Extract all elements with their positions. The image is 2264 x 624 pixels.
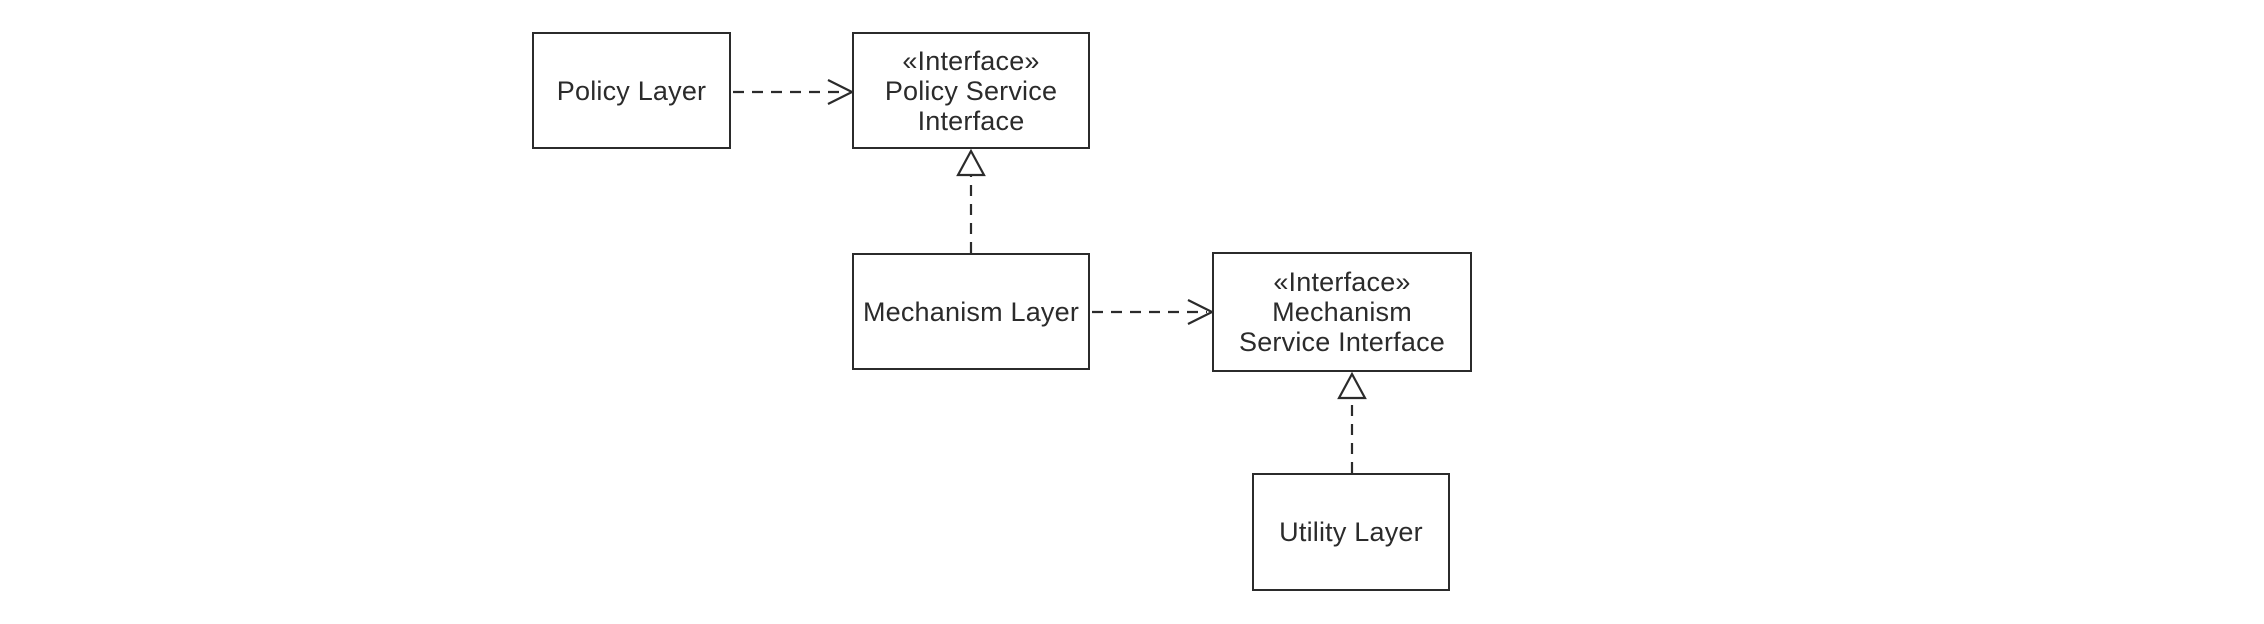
policy-to-policy-service-connector <box>733 79 855 105</box>
utility-layer-label: Utility Layer <box>1279 517 1423 547</box>
realization-triangle-icon <box>956 148 986 177</box>
policy-layer-label: Policy Layer <box>556 75 707 106</box>
utility-realizes-mechanism-connector <box>1337 371 1367 473</box>
policy-layer-box: Policy Layer <box>532 32 731 149</box>
mechanism-service-interface-label: Mechanism <box>1272 297 1412 327</box>
policy-service-interface-label: Policy Service <box>884 75 1058 106</box>
dependency-arrowhead-icon <box>1187 299 1215 325</box>
realization-triangle-icon <box>1337 371 1367 400</box>
mechanism-to-mechanism-service-connector <box>1092 299 1215 325</box>
policy-service-interface-label: «Interface» <box>902 45 1040 76</box>
mechanism-layer-label: Mechanism Layer <box>862 296 1080 327</box>
dependency-arrowhead-icon <box>827 79 855 105</box>
policy-service-interface-label: Interface <box>917 105 1025 136</box>
mechanism-service-interface-label: «Interface» <box>1273 267 1411 297</box>
mechanism-service-interface-label: Service Interface <box>1239 327 1445 357</box>
mechanism-layer-box: Mechanism Layer <box>852 253 1090 370</box>
mechanism-realizes-policy-connector <box>956 148 986 253</box>
utility-layer-box: Utility Layer <box>1252 473 1450 591</box>
